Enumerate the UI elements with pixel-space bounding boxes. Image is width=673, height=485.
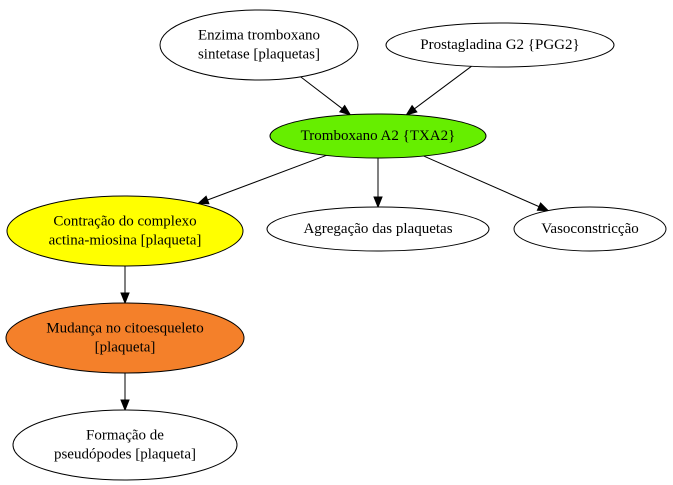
nodes-layer: Enzima tromboxano sintetase [plaquetas] Pr…: [5, 9, 667, 481]
node-pgg2-label-line-1: Prostagladina G2 {PGG2}: [420, 37, 579, 53]
node-contracao-ellipse: [6, 195, 244, 267]
node-contracao-label-line-1: Contração do complexo: [53, 214, 196, 230]
edge-line: [300, 76, 343, 110]
node-formacao-label-line-1: Formação de: [86, 428, 164, 444]
edges-layer: [120, 65, 550, 412]
edge-txa2-to-contracao: [196, 154, 327, 205]
edge-pgg2-to-txa2: [405, 65, 472, 116]
edge-contracao-to-mudanca: [120, 266, 130, 305]
node-vasoconstricao-label-line-1: Vasoconstricção: [541, 221, 638, 237]
node-mudanca-ellipse: [5, 302, 245, 374]
edge-line: [423, 155, 540, 208]
arrowhead-icon: [338, 104, 352, 116]
node-mudanca-label-line-2: [plaqueta]: [95, 340, 156, 356]
node-enzima-label-line-1: Enzima tromboxano: [198, 28, 320, 44]
edge-txa2-to-vasoconstricao: [423, 155, 550, 212]
edge-line: [207, 154, 327, 201]
edge-txa2-to-agregacao: [373, 158, 383, 209]
node-mudanca-label-line-1: Mudança no citoesqueleto: [46, 321, 203, 337]
node-formacao: Formação de pseudópodes [plaqueta]: [12, 409, 238, 481]
node-vasoconstricao: Vasoconstricção: [513, 206, 667, 252]
node-agregacao: Agregação das plaquetas: [266, 206, 490, 252]
node-formacao-label-line-2: pseudópodes [plaqueta]: [54, 447, 196, 463]
node-txa2: Tromboxano A2 {TXA2}: [269, 113, 487, 159]
node-formacao-ellipse: [12, 409, 238, 481]
edge-enzima-to-txa2: [300, 76, 352, 116]
edge-line: [414, 65, 472, 110]
node-txa2-label-line-1: Tromboxano A2 {TXA2}: [301, 128, 456, 144]
arrowhead-icon: [373, 196, 383, 209]
node-enzima: Enzima tromboxano sintetase [plaquetas]: [159, 9, 359, 81]
node-vasoconstricao-ellipse: [513, 206, 667, 252]
edge-mudanca-to-formacao: [120, 373, 130, 412]
node-pgg2-ellipse: [385, 22, 615, 68]
arrowhead-icon: [120, 399, 130, 412]
arrowhead-icon: [120, 292, 130, 305]
arrowhead-icon: [536, 202, 550, 212]
node-txa2-ellipse: [269, 113, 487, 159]
node-pgg2: Prostagladina G2 {PGG2}: [385, 22, 615, 68]
arrowhead-icon: [196, 195, 210, 205]
node-agregacao-ellipse: [266, 206, 490, 252]
node-contracao: Contração do complexo actina-miosina [pla…: [6, 195, 244, 267]
node-contracao-label-line-2: actina-miosina [plaqueta]: [49, 233, 202, 249]
node-enzima-ellipse: [159, 9, 359, 81]
node-enzima-label-line-2: sintetase [plaquetas]: [198, 47, 320, 63]
arrowhead-icon: [405, 104, 418, 116]
node-agregacao-label-line-1: Agregação das plaquetas: [303, 221, 452, 237]
node-mudanca: Mudança no citoesqueleto [plaqueta]: [5, 302, 245, 374]
